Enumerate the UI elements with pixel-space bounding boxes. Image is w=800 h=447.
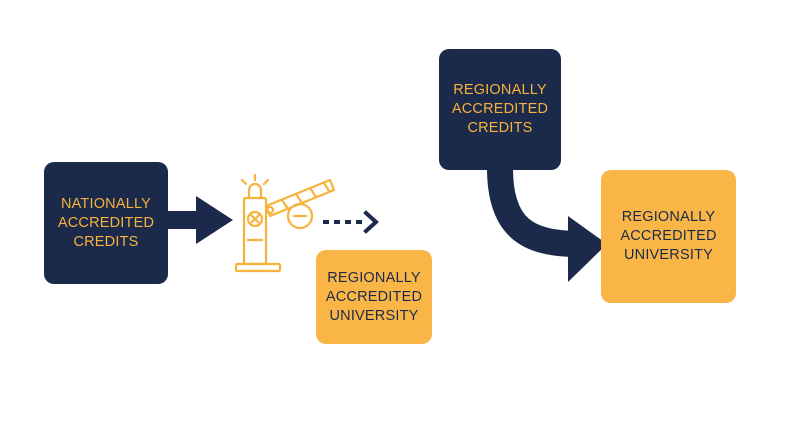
regionally-accredited-university-box-small: REGIONALLY ACCREDITED UNIVERSITY <box>316 250 432 344</box>
regionally-accredited-credits-label: REGIONALLY ACCREDITED CREDITS <box>451 82 549 136</box>
nationally-accredited-credits-box: NATIONALLY ACCREDITED CREDITS <box>44 162 168 284</box>
regionally-accredited-university-box-large: REGIONALLY ACCREDITED UNIVERSITY <box>601 170 736 303</box>
regionally-accredited-university-label-large: REGIONALLY ACCREDITED UNIVERSITY <box>620 209 717 263</box>
curved-arrow-icon <box>487 167 607 282</box>
nationally-accredited-credits-label: NATIONALLY ACCREDITED CREDITS <box>57 195 155 250</box>
regionally-accredited-credits-box: REGIONALLY ACCREDITED CREDITS <box>439 49 561 170</box>
dashed-arrow-icon <box>323 210 379 234</box>
straight-arrow-icon <box>167 196 233 244</box>
regionally-accredited-university-label-small: REGIONALLY ACCREDITED UNIVERSITY <box>325 269 423 324</box>
barrier-gate-icon <box>234 173 336 273</box>
